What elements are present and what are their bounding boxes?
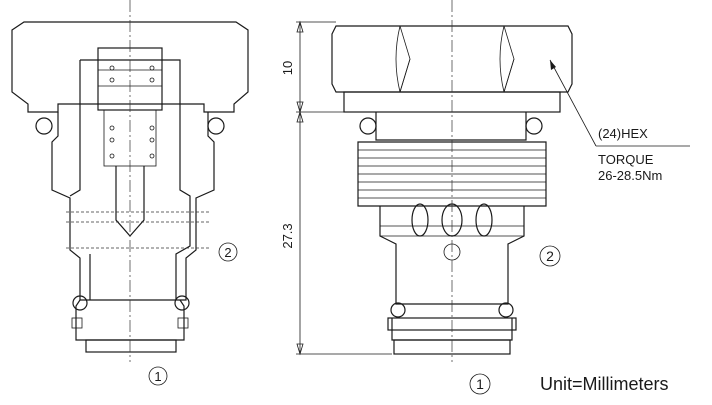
section-port-1-label: 1 — [154, 369, 161, 384]
external-port-slot-left — [411, 203, 429, 237]
section-hex-nut — [11, 21, 249, 113]
section-view — [11, 0, 249, 362]
hex-torque-callout: (24)HEX TORQUE 26-28.5Nm — [549, 59, 690, 183]
torque-value: 26-28.5Nm — [598, 168, 662, 183]
external-port-slot-right — [475, 203, 493, 237]
external-oring-left-bottom — [390, 302, 406, 318]
external-oring-left-top — [359, 117, 377, 135]
hex-size-label: (24)HEX — [598, 126, 648, 141]
dimension-lines: 10 27.3 — [280, 20, 392, 356]
section-oring-left-bottom — [72, 295, 88, 311]
external-thread — [357, 141, 547, 207]
section-oring-right-bottom — [174, 295, 190, 311]
external-port-2-marker: 2 — [539, 245, 561, 267]
section-upper-body — [51, 112, 215, 301]
section-port-2-label: 2 — [224, 245, 231, 260]
section-oring-right-top — [207, 117, 225, 135]
external-port-1-label: 1 — [476, 376, 484, 392]
dim-body-length: 27.3 — [280, 223, 295, 248]
external-port-1-marker: 1 — [469, 373, 491, 395]
external-oring-right-top — [525, 117, 543, 135]
section-bore — [80, 59, 191, 300]
section-oring-left-top — [35, 117, 53, 135]
section-port-2-marker: 2 — [218, 242, 238, 262]
section-port-1-marker: 1 — [148, 366, 168, 386]
unit-note: Unit=Millimeters — [540, 374, 669, 394]
external-oring-right-bottom — [498, 302, 514, 318]
dim-hex-height: 10 — [280, 61, 295, 75]
external-port-2-label: 2 — [546, 248, 554, 264]
torque-label: TORQUE — [598, 152, 654, 167]
external-hex — [331, 25, 573, 93]
external-view — [331, 0, 573, 362]
